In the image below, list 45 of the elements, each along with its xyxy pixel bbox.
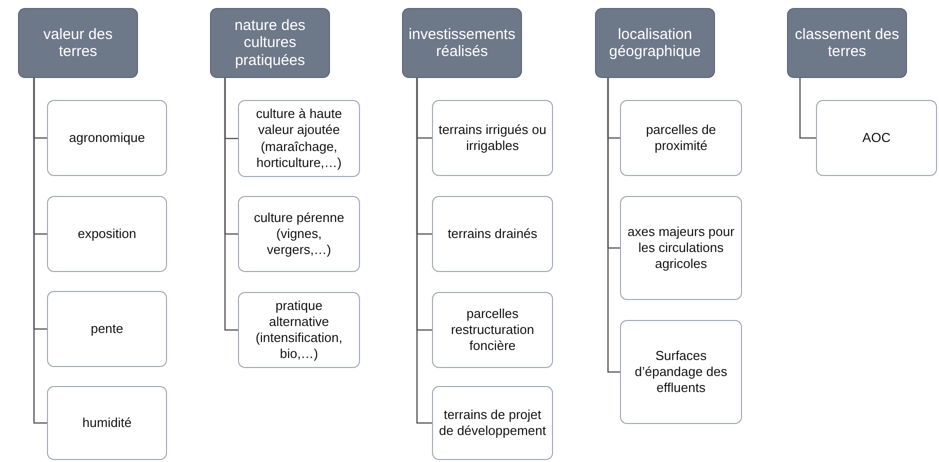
- category-header: [402, 8, 522, 78]
- criterion-label: culture à haute valeur ajoutée (maraîchage, horticulture,…): [254, 106, 343, 171]
- criterion-label: terrains irrigués ou irrigables: [438, 122, 547, 154]
- criterion-box: [620, 320, 742, 424]
- criterion-box: [432, 386, 553, 460]
- category-header: [210, 8, 330, 78]
- criterion-box: [47, 100, 167, 176]
- header-label: valeur des terres: [42, 26, 114, 60]
- criterion-label: AOC: [862, 130, 891, 146]
- criterion-box: [432, 100, 553, 176]
- criterion-label: pente: [90, 320, 124, 338]
- criterion-label: exposition: [78, 226, 136, 242]
- criterion-box: [620, 196, 742, 300]
- category-header: [18, 8, 138, 78]
- criterion-box: [47, 291, 167, 367]
- criterion-label: pratique alternative (intensification, bio,…): [254, 298, 344, 362]
- criterion-box: [432, 292, 553, 368]
- criterion-label: Surfaces d’épandage des effluents: [634, 348, 728, 396]
- criterion-label: culture pérenne (vignes, vergers,…): [252, 210, 346, 258]
- criterion-label: parcelles de proximité: [644, 122, 718, 154]
- header-label: nature des cultures pratiquées: [234, 17, 306, 69]
- header-label: localisation géographique: [608, 26, 702, 60]
- criterion-box: [816, 100, 937, 176]
- criterion-label: terrains de projet de développement: [438, 406, 547, 440]
- criterion-label: agronomique: [69, 130, 145, 146]
- header-label: investissements réalisés: [408, 26, 516, 60]
- criterion-box: [47, 196, 167, 272]
- connector-line: [416, 78, 432, 424]
- connector-line: [33, 78, 47, 424]
- criterion-label: parcelles restructuration foncière: [450, 306, 536, 354]
- criterion-box: [238, 196, 360, 272]
- connector-line: [607, 78, 620, 373]
- criterion-label: axes majeurs pour les circulations agricoles: [626, 224, 736, 272]
- connector-line: [799, 78, 816, 139]
- criterion-box: [47, 386, 167, 460]
- connector-line: [224, 78, 238, 331]
- criterion-box: [238, 292, 360, 368]
- category-header: [595, 8, 715, 78]
- criterion-label: humidité: [82, 414, 132, 432]
- criterion-label: terrains drainés: [448, 226, 538, 242]
- criterion-box: [238, 100, 360, 177]
- category-header: [787, 8, 907, 78]
- criterion-box: [620, 100, 742, 176]
- criterion-box: [432, 196, 553, 272]
- header-label: classement des terres: [794, 26, 900, 60]
